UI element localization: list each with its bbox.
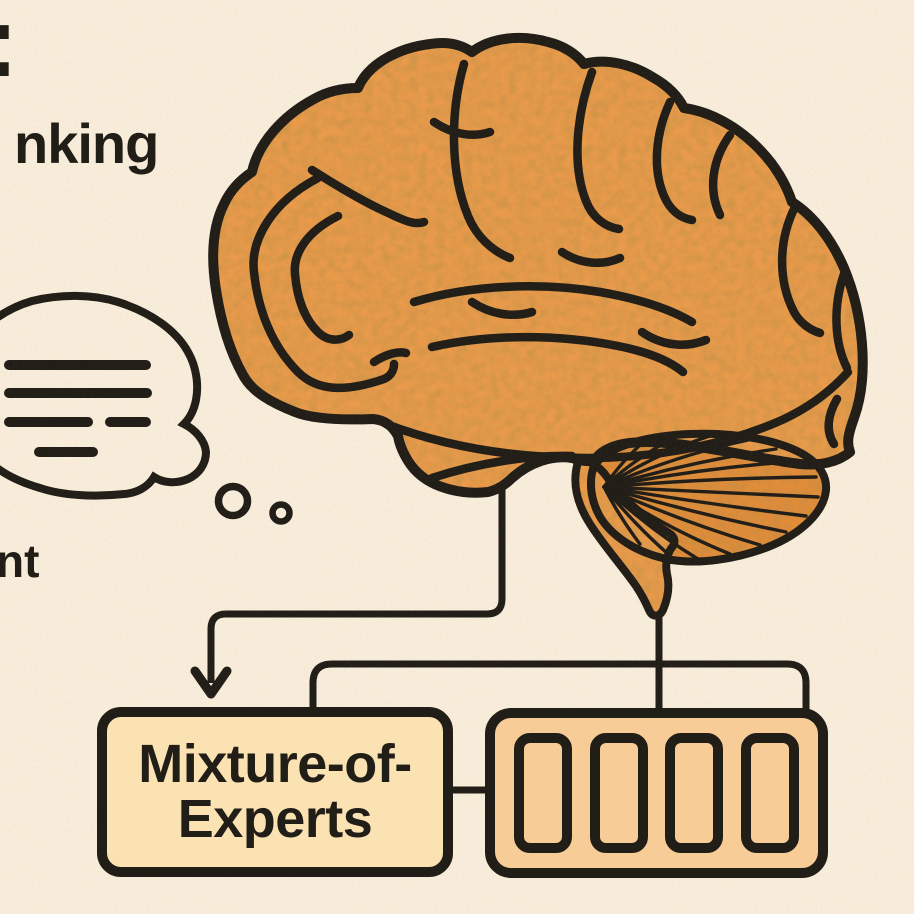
expert-slot: [514, 733, 573, 853]
expert-slot: [740, 733, 799, 853]
expert-slot: [589, 733, 648, 853]
moe-label-line2: Experts: [177, 789, 373, 849]
moe-box-label: Mixture-of- Experts: [138, 734, 412, 849]
title-fragment-colon: :: [0, 0, 18, 92]
title-fragment-word: nking: [14, 112, 159, 175]
experts-box: [485, 708, 828, 878]
moe-label-line1: Mixture-of-: [138, 734, 412, 794]
side-text-fragment: nt: [0, 535, 40, 587]
expert-slot: [665, 733, 724, 853]
moe-box: Mixture-of- Experts: [97, 707, 453, 877]
